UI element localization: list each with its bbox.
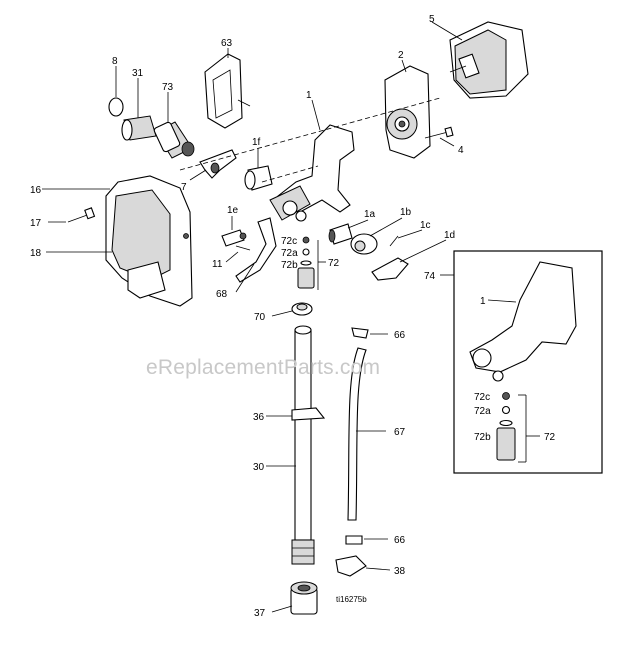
callout-63: 63 [221, 38, 233, 49]
callout-1a: 1a [364, 209, 376, 220]
part-1f-fitting [244, 165, 273, 191]
drawing-code: ti16275b [336, 595, 367, 604]
callout-4: 4 [458, 145, 464, 156]
callout-68: 68 [216, 289, 228, 300]
callout-30: 30 [253, 462, 265, 473]
leader-lines [42, 21, 517, 613]
part-1c-pin [389, 235, 399, 247]
part-5-motor [449, 21, 529, 99]
callout-16: 16 [30, 185, 42, 196]
inset-box-74 [453, 250, 603, 474]
part-73-gear [153, 121, 195, 159]
alignment-axis [179, 97, 441, 171]
part-30-tube [291, 325, 315, 565]
part-67-hose [347, 347, 367, 521]
callout-1b: 1b [400, 207, 412, 218]
callout-72: 72 [328, 258, 340, 269]
part-8-oring [108, 97, 124, 117]
callout-1c: 1c [420, 220, 431, 231]
part-4-screw [424, 126, 454, 139]
callout-66-top: 66 [394, 330, 406, 341]
callout-5: 5 [429, 14, 435, 25]
callout-2: 2 [398, 50, 404, 61]
callout-70: 70 [254, 312, 266, 323]
inset-callout-1: 1 [480, 296, 486, 307]
callout-73: 73 [162, 82, 174, 93]
part-63-bracket [204, 53, 251, 129]
callout-66-bottom: 66 [394, 535, 406, 546]
callout-1e: 1e [227, 205, 239, 216]
callout-38: 38 [394, 566, 406, 577]
part-68-clip [235, 217, 277, 283]
callout-11: 11 [212, 259, 223, 270]
part-17-screw [67, 207, 96, 223]
inset-labels: 1 72c 72a 72b 72 [474, 296, 556, 443]
callout-1f: 1f [252, 137, 261, 148]
inset-callout-72c: 72c [474, 392, 490, 403]
callout-72c: 72c [281, 236, 297, 247]
inset-part-72-stack [496, 392, 516, 461]
part-7-pin [199, 149, 237, 179]
callout-72b: 72b [281, 260, 298, 271]
callout-37: 37 [254, 608, 266, 619]
inset-part-1-housing [469, 261, 577, 382]
callout-67: 67 [394, 427, 406, 438]
callout-74: 74 [424, 271, 436, 282]
part-72-stack-main [297, 236, 315, 289]
callout-1: 1 [306, 90, 312, 101]
callout-31: 31 [132, 68, 144, 79]
part-66-clip-bottom [345, 535, 363, 545]
callout-8: 8 [112, 56, 118, 67]
part-66-clip-top [351, 327, 369, 339]
callout-1d: 1d [444, 230, 455, 241]
part-1-housing [269, 124, 355, 222]
part-1b-cylinder [350, 233, 378, 255]
part-11-screw [235, 245, 251, 251]
inset-callout-72b: 72b [474, 432, 491, 443]
inset-callout-72a: 72a [474, 406, 491, 417]
part-1d-lever [371, 257, 409, 281]
callout-7: 7 [181, 182, 187, 193]
part-70-collar [291, 302, 313, 316]
inset-callout-72: 72 [544, 432, 556, 443]
part-37-nut [290, 581, 318, 615]
part-31-sleeve [121, 115, 157, 141]
callout-18: 18 [30, 248, 42, 259]
watermark: eReplacementParts.com [146, 356, 380, 379]
callout-36: 36 [253, 412, 265, 423]
callout-72a: 72a [281, 248, 298, 259]
part-1e-fitting [221, 229, 247, 247]
part-36-clamp [291, 407, 326, 421]
part-2-crank [384, 65, 431, 159]
callout-labels: 8 31 73 63 5 2 1 4 1f 7 16 17 18 1e 11 6… [30, 14, 464, 619]
callout-17: 17 [30, 218, 42, 229]
part-38-fitting [335, 555, 367, 577]
part-16-cover [105, 175, 193, 307]
part-1a-fitting [328, 223, 353, 245]
